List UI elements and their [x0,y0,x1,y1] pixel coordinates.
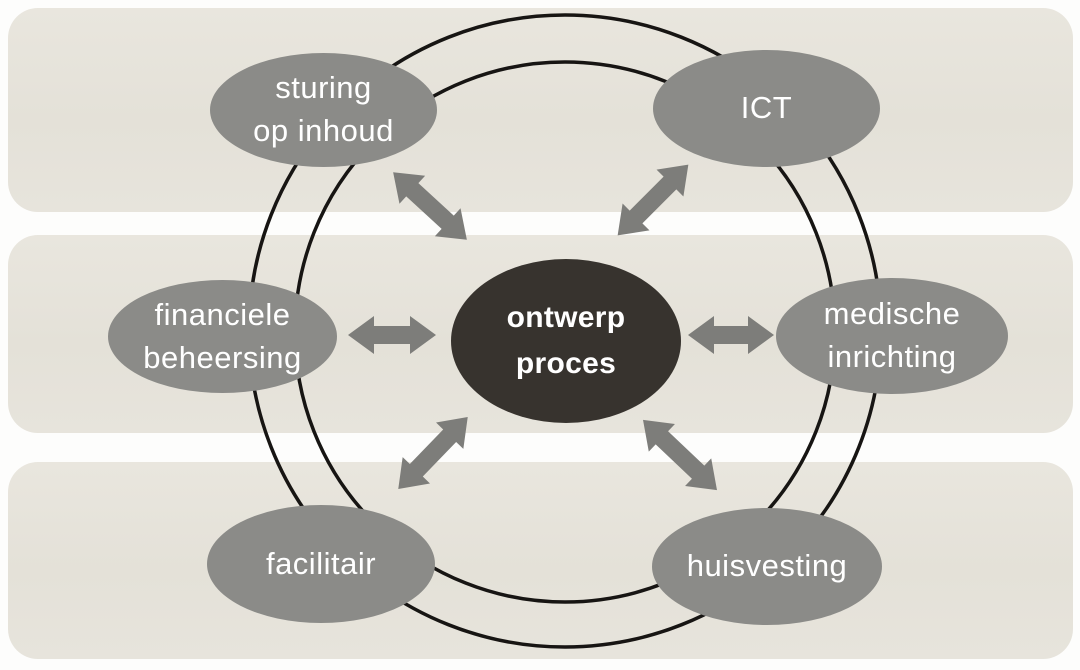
node-ict: ICT [653,50,880,167]
bidirectional-arrow-icon [688,316,774,354]
node-label-line: financiele [154,296,291,332]
background-band-bottom [8,462,1073,659]
node-label-line: facilitair [265,545,377,581]
node-label-line: huisvesting [686,548,848,584]
node-huisvesting: huisvesting [652,508,882,625]
center-label-line: proces [515,347,617,380]
node-label-line: inrichting [827,339,957,374]
center-label-line: ontwerp [506,300,626,334]
node-facilitair: facilitair [207,505,435,623]
node-ontwerp-proces: ontwerp proces [451,259,681,423]
node-label-line: beheersing [143,339,302,375]
node-medische-inrichting: medische inrichting [776,278,1008,394]
node-label-line: ICT [740,90,793,126]
node-financiele-beheersing: financiele beheersing [108,280,337,393]
bidirectional-arrow-icon [393,172,467,240]
node-label-line: sturing [275,70,372,106]
background-band-top [8,8,1073,212]
node-sturing-op-inhoud: sturing op inhoud [210,53,437,167]
bidirectional-arrow-icon [617,164,689,236]
bidirectional-arrow-icon [398,417,468,489]
node-label-line: medische [823,296,961,332]
bidirectional-arrow-icon [348,316,436,354]
bidirectional-arrow-icon [643,419,717,491]
node-label-line: op inhoud [253,113,394,148]
